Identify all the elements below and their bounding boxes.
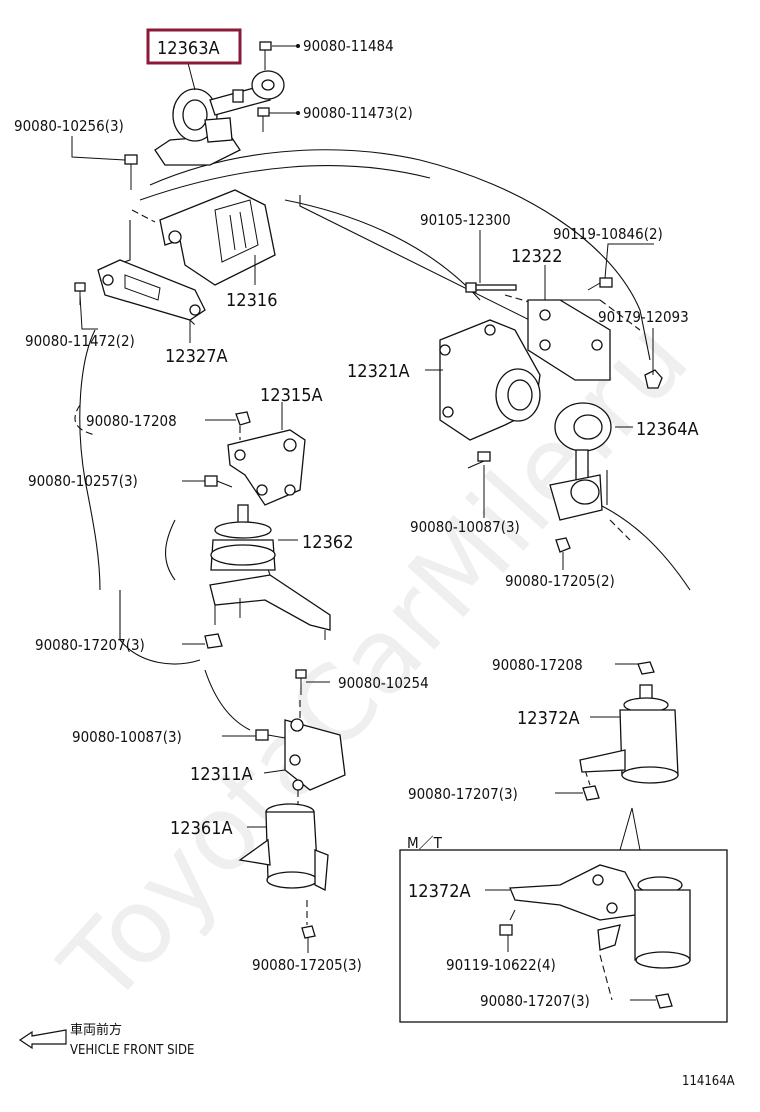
label-90080-17207-left[interactable]: 90080-17207(3) (35, 636, 145, 654)
mt-callout-pointer (619, 807, 641, 851)
part-12327A-drawing (97, 259, 206, 321)
vehicle-front-indicator: 車両前方 VEHICLE FRONT SIDE (18, 1022, 194, 1058)
nut-90080-17205-left (301, 925, 316, 939)
label-12361A[interactable]: 12361A (170, 818, 233, 839)
part-12361A-drawing (238, 803, 329, 892)
part-12362-drawing (209, 504, 331, 640)
label-90179-12093[interactable]: 90179-12093 (598, 308, 689, 326)
label-90080-10257[interactable]: 90080-10257(3) (28, 472, 138, 490)
nut-90080-17207-left (204, 633, 223, 649)
label-90080-17205-left[interactable]: 90080-17205(3) (252, 956, 362, 974)
label-90080-17208-left[interactable]: 90080-17208 (86, 412, 177, 430)
nut-90080-17207-right (582, 785, 600, 801)
mt-variant-box (399, 849, 728, 1023)
part-12316-drawing (159, 189, 276, 286)
part-12372A-mt-drawing (509, 864, 691, 969)
label-12316[interactable]: 12316 (226, 290, 278, 311)
label-90080-10254[interactable]: 90080-10254 (338, 674, 429, 692)
label-12322[interactable]: 12322 (511, 246, 563, 267)
nut-90080-17205-right (555, 537, 571, 553)
engine-outline (79, 149, 691, 731)
part-12315A-drawing (227, 429, 306, 506)
part-12364A-drawing (549, 402, 612, 521)
label-90080-17207-right[interactable]: 90080-17207(3) (408, 785, 518, 803)
part-12321A-drawing (439, 319, 541, 441)
bolt-90105-12300 (465, 282, 517, 293)
label-90080-17208-right[interactable]: 90080-17208 (492, 656, 583, 674)
nut-90080-17207-mt (655, 993, 673, 1009)
front-arrow-icon (18, 1029, 67, 1050)
leader-lines (71, 44, 656, 1001)
label-90080-10256[interactable]: 90080-10256(3) (14, 117, 124, 135)
bolt-90080-10257 (204, 475, 233, 488)
bolt-90119-10622 (499, 909, 516, 936)
label-90080-17207-mt[interactable]: 90080-17207(3) (480, 992, 590, 1010)
label-12372A-mt[interactable]: 12372A (408, 881, 471, 902)
front-label-jp: 車両前方 (70, 1022, 122, 1038)
nut-90080-17208-left (235, 411, 251, 426)
bolt-90080-11484 (259, 41, 272, 70)
bolt-90080-10256 (124, 154, 138, 190)
bolt-90119-10846 (587, 277, 613, 291)
bolt-90080-10254 (295, 669, 307, 695)
label-90080-17205-right[interactable]: 90080-17205(2) (505, 572, 615, 590)
label-12363A[interactable]: 12363A (157, 38, 220, 59)
part-12372A-upper-drawing (579, 684, 679, 784)
label-mt: M／T (407, 834, 443, 852)
bolt-90080-10087-left (255, 729, 286, 741)
part-12363A-drawing (154, 70, 285, 166)
part-12311A-drawing (284, 718, 346, 791)
label-90105-12300[interactable]: 90105-12300 (420, 211, 511, 229)
nut-90080-17208-right (637, 661, 655, 675)
label-12364A[interactable]: 12364A (636, 419, 699, 440)
label-90080-10087-left[interactable]: 90080-10087(3) (72, 728, 182, 746)
label-12362[interactable]: 12362 (302, 532, 354, 553)
label-90080-11473[interactable]: 90080-11473(2) (303, 104, 413, 122)
part-12322-drawing (527, 299, 611, 381)
label-90119-10846[interactable]: 90119-10846(2) (553, 225, 663, 243)
highlight-frame (146, 28, 242, 65)
front-label-en: VEHICLE FRONT SIDE (70, 1043, 194, 1058)
label-90080-10087-right[interactable]: 90080-10087(3) (410, 518, 520, 536)
diagram-id: 114164A (682, 1074, 735, 1089)
label-90119-10622[interactable]: 90119-10622(4) (446, 956, 556, 974)
bolt-90080-11473 (257, 107, 270, 132)
label-90080-11472[interactable]: 90080-11472(2) (25, 332, 135, 350)
label-12321A[interactable]: 12321A (347, 361, 410, 382)
bolt-90080-10087-right (467, 451, 491, 469)
label-12327A[interactable]: 12327A (165, 346, 228, 367)
label-12311A[interactable]: 12311A (190, 764, 253, 785)
label-12315A[interactable]: 12315A (260, 385, 323, 406)
label-90080-11484[interactable]: 90080-11484 (303, 37, 394, 55)
label-12372A-upper[interactable]: 12372A (517, 708, 580, 729)
